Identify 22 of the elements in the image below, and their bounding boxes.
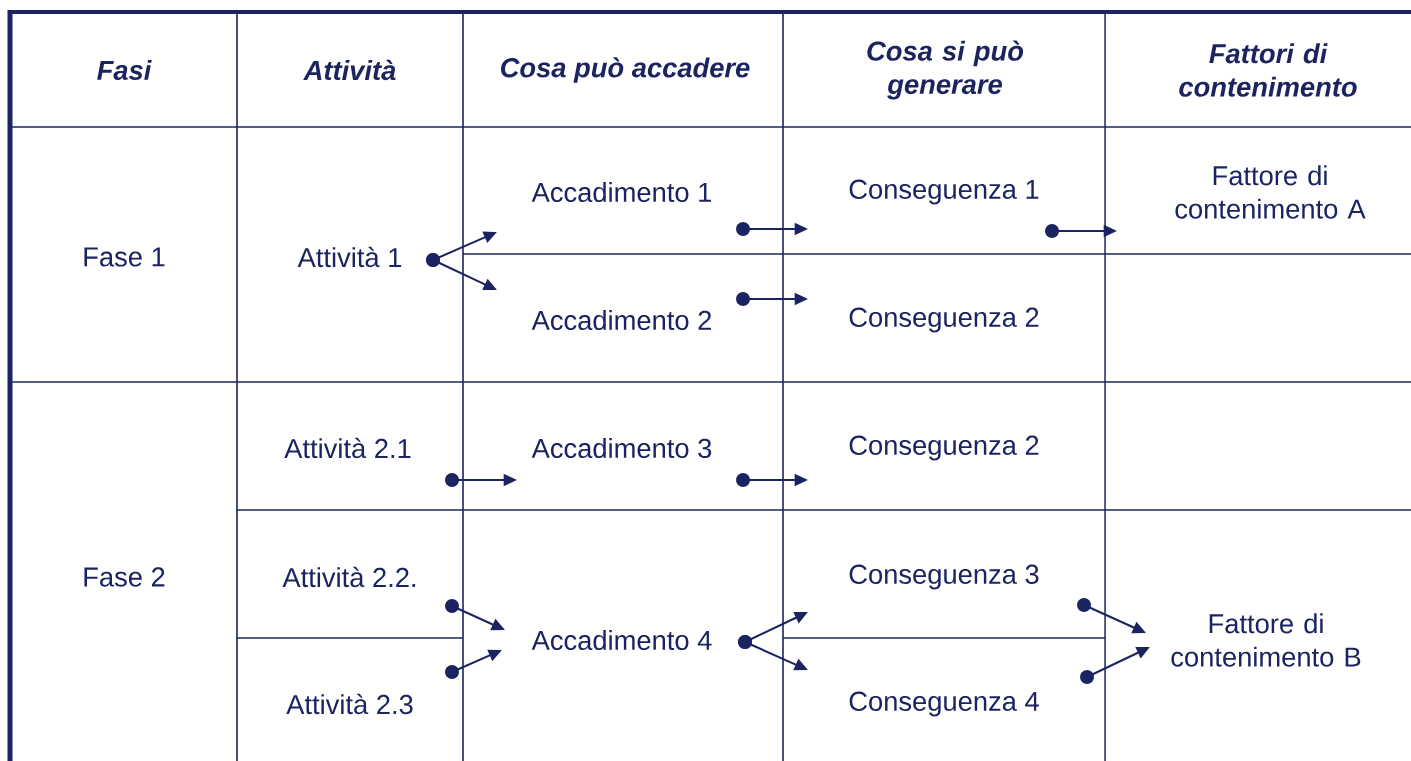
- cell-text: Accadimento 3: [531, 437, 712, 459]
- cell-text: Conseguenza 1: [849, 179, 1039, 205]
- cell-text: Attività 2.1: [284, 437, 411, 459]
- row-label: Fase 1: [84, 247, 165, 267]
- cell-text: Attività 1: [297, 246, 402, 268]
- cell-text: Conseguenza 3: [849, 564, 1039, 590]
- column-header: Fasi: [97, 59, 152, 81]
- cell-text: Accadimento 1: [531, 181, 711, 203]
- cell-text: Conseguenza 4: [849, 691, 1039, 717]
- cell-text: Attività 2.2.: [282, 566, 416, 588]
- cell-text: Accadimento 2: [531, 309, 711, 331]
- column-header: Attività: [303, 59, 396, 81]
- column-header: Cosa si può generare: [867, 40, 1024, 100]
- cell-text: Conseguenza 2: [849, 435, 1039, 461]
- column-header: Cosa può accadere: [501, 57, 750, 83]
- cell-text: Fattore di contenimento A: [1175, 165, 1366, 219]
- cell-text: Conseguenza 2: [849, 307, 1039, 333]
- cell-text: Accadimento 4: [531, 630, 712, 651]
- column-header: Fattori di contenimento: [1179, 43, 1357, 97]
- row-label: Fase 2: [84, 567, 165, 587]
- cell-text: Attività 2.3: [286, 693, 413, 715]
- cell-text: Fattore di contenimento B: [1171, 613, 1361, 667]
